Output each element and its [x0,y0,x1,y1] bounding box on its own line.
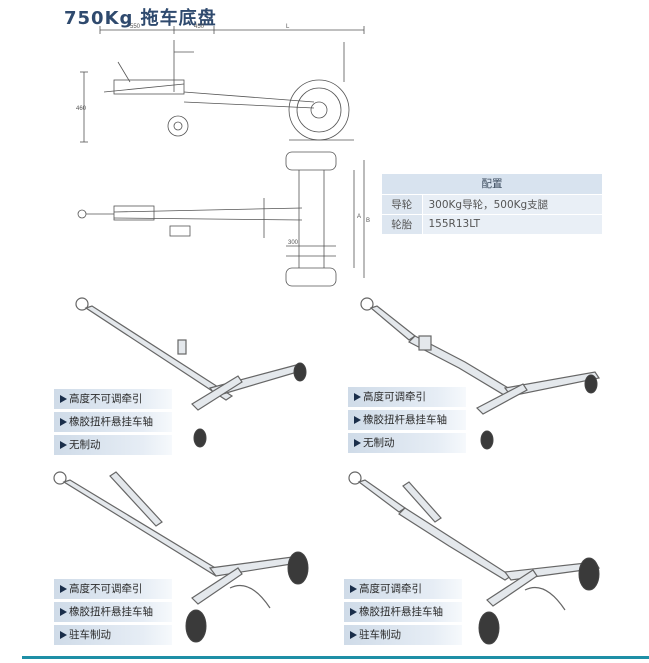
triangle-bullet-icon [354,439,361,447]
dim-label-l: L [286,24,290,30]
triangle-bullet-icon [60,631,67,639]
dim-label-a: A [357,214,361,220]
variant-4-illustration [345,468,615,648]
feature-item: 驻车制动 [344,625,462,645]
triangle-bullet-icon [354,393,361,401]
config-table: 配置 导轮 300Kg导轮，500Kg支腿 轮胎 155R13LT [382,174,602,235]
variant-3-illustration [50,468,320,648]
side-view-drawing: 550 450 L 460 [74,22,374,152]
feature-item: 无制动 [348,433,466,453]
dim-label-300: 300 [288,240,299,246]
variant-3-features: 高度不可调牵引 橡胶扭杆悬挂车轴 驻车制动 [54,579,172,648]
triangle-bullet-icon [60,418,67,426]
triangle-bullet-icon [60,585,67,593]
feature-item: 橡胶扭杆悬挂车轴 [54,412,172,432]
dim-label-b: B [366,218,370,224]
feature-item: 无制动 [54,435,172,455]
config-row: 轮胎 155R13LT [382,214,602,235]
config-value: 300Kg导轮，500Kg支腿 [422,194,602,215]
triangle-bullet-icon [60,608,67,616]
page-title: 750Kg 拖车底盘 [64,8,217,29]
triangle-bullet-icon [350,585,357,593]
triangle-bullet-icon [350,631,357,639]
feature-item: 高度不可调牵引 [54,389,172,409]
dim-label-460: 460 [76,106,87,112]
feature-item: 橡胶扭杆悬挂车轴 [54,602,172,622]
feature-item: 橡胶扭杆悬挂车轴 [348,410,466,430]
dim-label-450: 450 [194,24,205,30]
triangle-bullet-icon [350,608,357,616]
variant-2-illustration [355,292,615,452]
feature-item: 驻车制动 [54,625,172,645]
variant-1-illustration [60,292,330,452]
triangle-bullet-icon [60,441,67,449]
config-row: 导轮 300Kg导轮，500Kg支腿 [382,194,602,215]
variant-4-features: 高度可调牵引 橡胶扭杆悬挂车轴 驻车制动 [344,579,462,648]
triangle-bullet-icon [354,416,361,424]
variant-1-features: 高度不可调牵引 橡胶扭杆悬挂车轴 无制动 [54,389,172,458]
config-header: 配置 [382,174,602,195]
feature-item: 橡胶扭杆悬挂车轴 [344,602,462,622]
footer-divider [22,656,649,659]
dim-label-550: 550 [130,24,141,30]
config-key: 轮胎 [382,214,423,235]
top-view-drawing: 300 A B [74,148,374,296]
triangle-bullet-icon [60,395,67,403]
config-key: 导轮 [382,194,423,215]
feature-item: 高度可调牵引 [344,579,462,599]
config-value: 155R13LT [422,214,602,235]
variant-2-features: 高度可调牵引 橡胶扭杆悬挂车轴 无制动 [348,387,466,456]
feature-item: 高度可调牵引 [348,387,466,407]
feature-item: 高度不可调牵引 [54,579,172,599]
